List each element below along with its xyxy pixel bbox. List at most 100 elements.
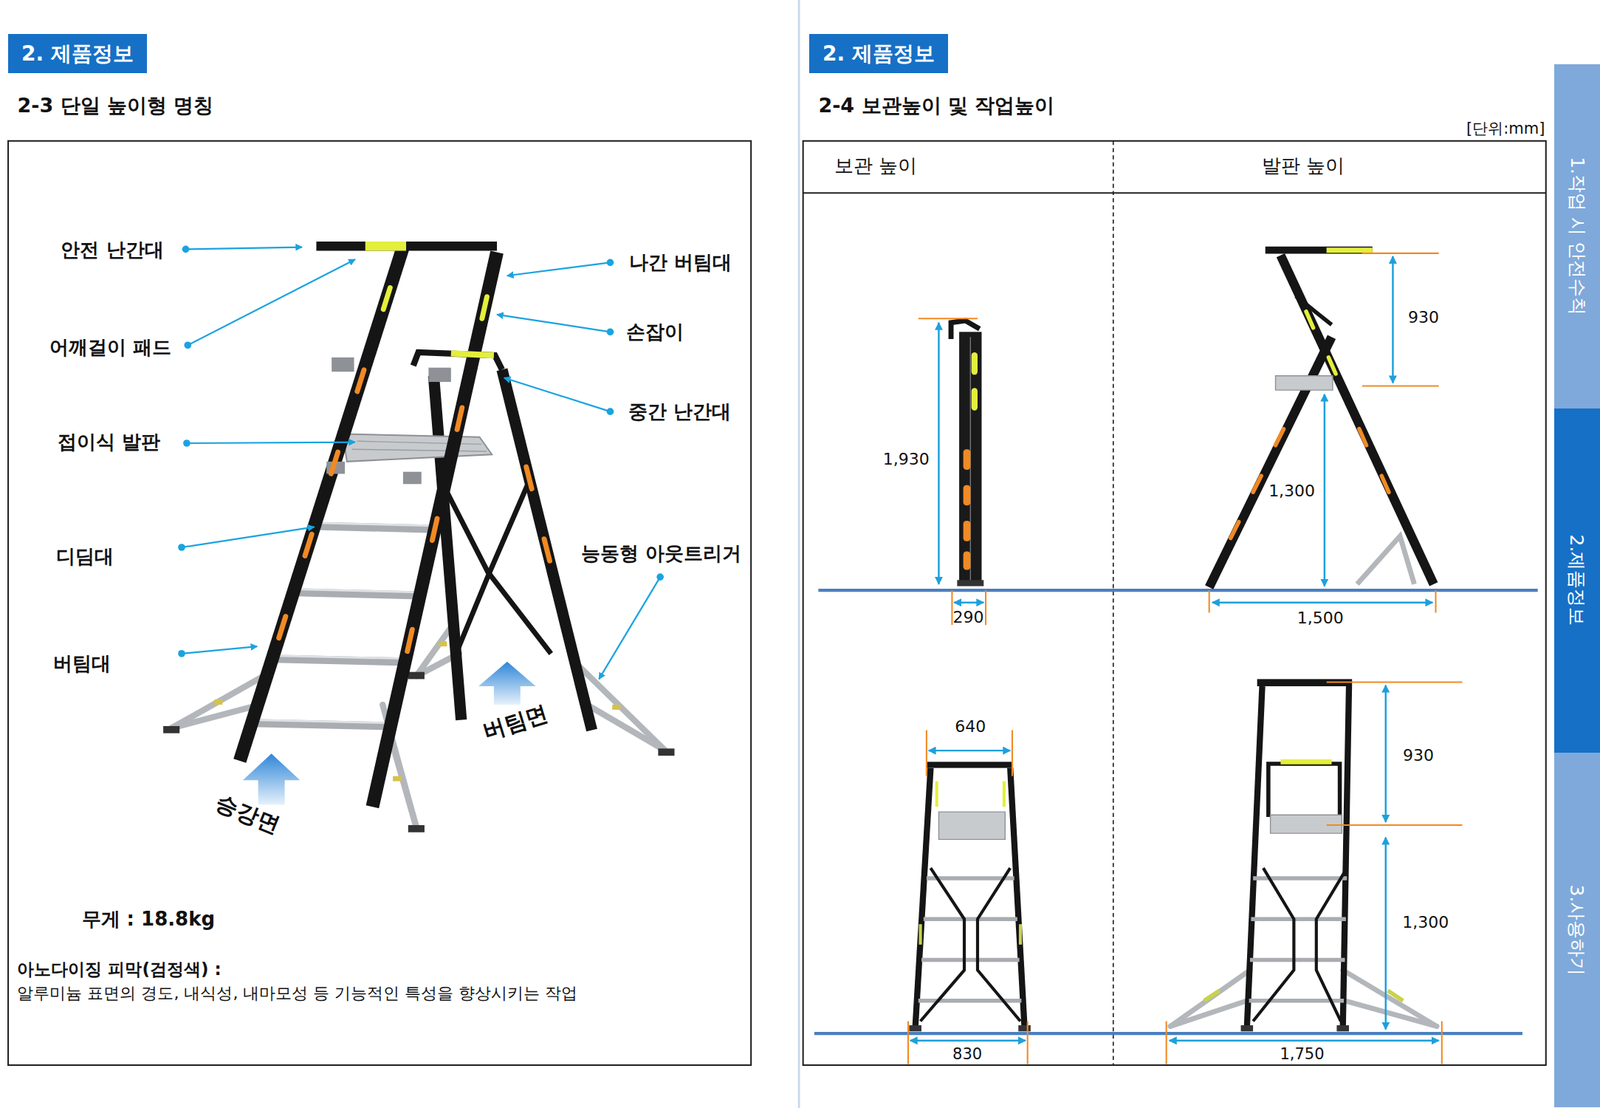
ladder-illustration (438, 640, 447, 647)
page-frame (798, 0, 801, 1108)
ladder-illustration (239, 247, 497, 808)
storage-front-ladder (923, 916, 1018, 921)
working-side-ladder (1275, 375, 1333, 390)
working-front-ladder (1204, 990, 1403, 1001)
ladder-illustration (428, 367, 451, 382)
working-side-ladder (1230, 428, 1389, 539)
dimension-tick (1165, 1020, 1168, 1064)
dimension-arrow (910, 256, 1440, 1041)
ladder-illustration (657, 747, 675, 756)
storage-front-ladder (915, 767, 932, 1028)
dimension-tick (1362, 385, 1440, 387)
working-front-ladder (1247, 685, 1349, 1028)
dimension-arrow (1385, 685, 1387, 822)
ladder-illustration (383, 287, 487, 319)
leader-dot (183, 439, 191, 447)
leader-line (186, 247, 303, 250)
ladder-illustration (482, 296, 488, 319)
working-front-ladder (1343, 969, 1437, 1026)
page-frame (8, 0, 1547, 1108)
part-name: 능동형 아웃트리거 (581, 542, 742, 565)
working-side-ladder (1209, 250, 1434, 587)
working-side-ladder (1328, 357, 1336, 374)
part-name: 나간 버팀대 (629, 251, 732, 274)
working-side-ladder (1357, 536, 1414, 585)
working-front-ladder (1270, 814, 1343, 833)
working-side-ladder (1252, 475, 1262, 492)
face-label: 버팀면 (479, 699, 551, 743)
working-side-ladder (1275, 428, 1284, 446)
working-front-ladder (1170, 969, 1437, 1026)
part-name: 디딤대 (56, 545, 114, 568)
ladder-illustration (457, 407, 463, 430)
page-frame (803, 191, 1547, 194)
working-front-ladder (1247, 685, 1263, 1028)
dimension-label: 930 (1402, 746, 1434, 765)
working-front-ladder (1268, 763, 1341, 817)
working-front-ladder (1250, 957, 1346, 963)
dimension-tick (1434, 589, 1437, 613)
ladder-illustration (352, 440, 487, 452)
ladder-illustration (272, 655, 407, 659)
ground-line (818, 588, 1538, 592)
dimension-tick (918, 317, 978, 319)
storage-front-ladder (920, 867, 965, 1021)
ladder-illustration (383, 287, 390, 310)
working-side-ladder (1306, 311, 1336, 374)
storage-front-ladder (921, 957, 1020, 963)
ladder-illustration (214, 699, 223, 705)
ladder-illustration (239, 247, 404, 761)
working-front-ladder (1252, 867, 1294, 1021)
dimension-tick (1326, 823, 1463, 826)
ladder-illustration (526, 466, 532, 489)
part-name: 중간 난간대 (628, 400, 731, 423)
dimension-label: 290 (953, 608, 985, 627)
page-frame (1112, 141, 1115, 1065)
working-front-ladder (1316, 867, 1347, 1021)
dimension-label: 830 (952, 1045, 983, 1063)
storage-front-ladder (1002, 781, 1006, 808)
dimension-arrow (1323, 394, 1326, 587)
table-header: 발판 높이 (1261, 155, 1345, 177)
page-frame (803, 141, 1547, 1065)
storage-front-ladder (936, 781, 1005, 808)
ladder-illustration (392, 776, 401, 782)
dimension-tick (1362, 252, 1440, 254)
storage-side-ladder (963, 485, 971, 506)
ladder-illustration (612, 704, 621, 710)
leader-line (187, 259, 356, 345)
note-text: 무게 : 18.8kg (81, 908, 216, 930)
part-name: 손잡이 (626, 321, 684, 343)
ground-line (814, 589, 1538, 1033)
leader-dot (606, 407, 615, 415)
dimension-tick (1011, 729, 1014, 776)
dimension-tick (925, 729, 928, 776)
storage-front-ladder (920, 867, 1021, 1021)
side-tab: 3.사용하기 (1554, 752, 1600, 1108)
leader-line (496, 314, 610, 333)
dimension-tick (950, 589, 953, 625)
dimension-arrow (910, 1039, 1026, 1042)
part-name: 안전 난간대 (60, 239, 164, 261)
ladder-illustration (433, 369, 592, 730)
storage-side-ladder (971, 387, 978, 410)
note-text: [단위:mm] (1466, 120, 1545, 138)
storage-side-ladder (971, 352, 978, 411)
working-front-ladder (1280, 759, 1332, 765)
leader-dot (177, 245, 664, 657)
leader-dot (606, 258, 615, 266)
table-header: 보관 높이 (834, 155, 918, 177)
ladder-illustration (408, 824, 425, 833)
ladder-illustration (451, 352, 494, 356)
dimension-arrow (928, 749, 1011, 751)
storage-side-ladder (963, 551, 971, 571)
ladder-illustration (403, 471, 422, 485)
working-side-ladder (1209, 336, 1332, 587)
ladder-illustration (316, 241, 497, 251)
storage-side-ladder (950, 320, 984, 586)
working-front-ladder (1250, 916, 1347, 921)
leader-line (181, 247, 661, 680)
ladder-illustration (304, 533, 312, 556)
ladder-illustration (357, 369, 365, 392)
